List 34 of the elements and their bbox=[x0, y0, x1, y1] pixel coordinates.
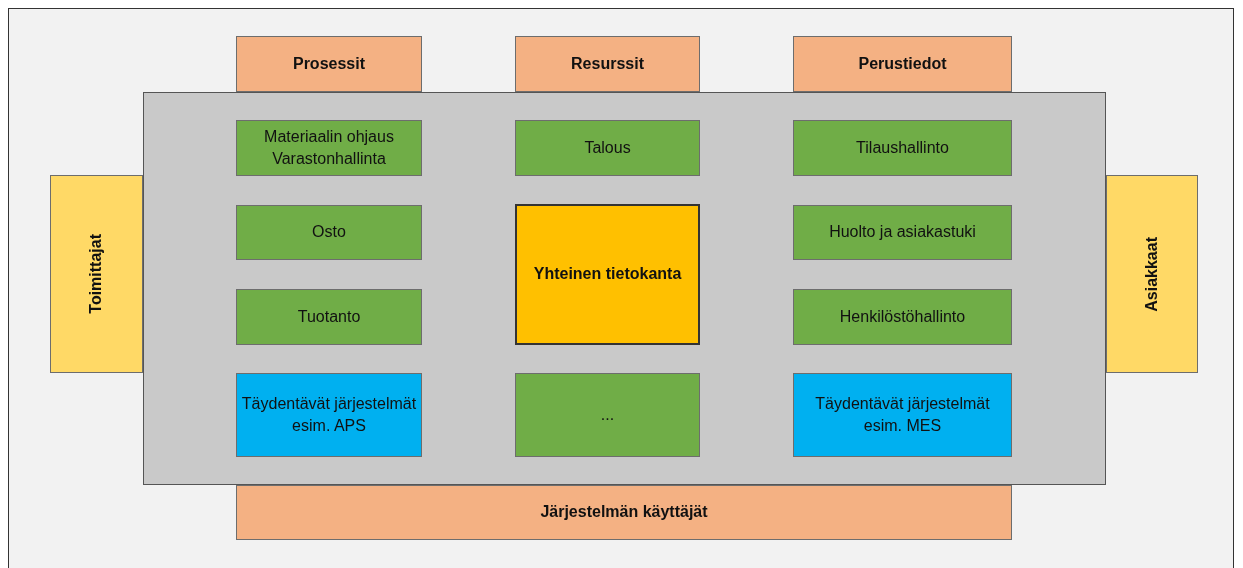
box-label: Osto bbox=[311, 222, 347, 243]
module-box bbox=[515, 120, 700, 176]
header-box bbox=[236, 36, 422, 92]
header-box bbox=[515, 36, 700, 92]
box-label: Täydentävät järjestelmät esim. APS bbox=[240, 393, 418, 436]
box-label: Huolto ja asiakastuki bbox=[828, 222, 977, 243]
box-label: ... bbox=[599, 404, 616, 425]
header-box bbox=[793, 36, 1012, 92]
box-label: Asiakkaat bbox=[1141, 236, 1161, 312]
box-label: Henkilöstöhallinto bbox=[838, 306, 967, 327]
system-box bbox=[793, 373, 1012, 457]
module-box bbox=[236, 205, 422, 260]
module-box bbox=[236, 289, 422, 345]
module-box bbox=[793, 289, 1012, 345]
side-box bbox=[1106, 175, 1198, 373]
box-label: Prosessit bbox=[291, 53, 366, 74]
module-box bbox=[515, 373, 700, 457]
module-box bbox=[793, 205, 1012, 260]
box-label: Järjestelmän käyttäjät bbox=[539, 502, 709, 523]
box-label: Täydentävät järjestelmät esim. MES bbox=[814, 393, 991, 436]
module-box bbox=[236, 120, 422, 176]
box-label: Materiaalin ohjaus Varastonhallinta bbox=[263, 126, 395, 169]
header-box bbox=[236, 485, 1012, 540]
box-label: Tilaushallinto bbox=[855, 137, 950, 158]
database-box bbox=[515, 204, 700, 345]
box-label: Talous bbox=[583, 137, 632, 158]
box-label: Toimittajat bbox=[86, 234, 106, 314]
box-label: Tuotanto bbox=[296, 306, 362, 327]
side-box bbox=[50, 175, 143, 373]
box-label: Perustiedot bbox=[857, 53, 948, 74]
box-label: Resurssit bbox=[570, 53, 645, 74]
box-label: Yhteinen tietokanta bbox=[532, 264, 683, 285]
module-box bbox=[793, 120, 1012, 176]
system-box bbox=[236, 373, 422, 457]
